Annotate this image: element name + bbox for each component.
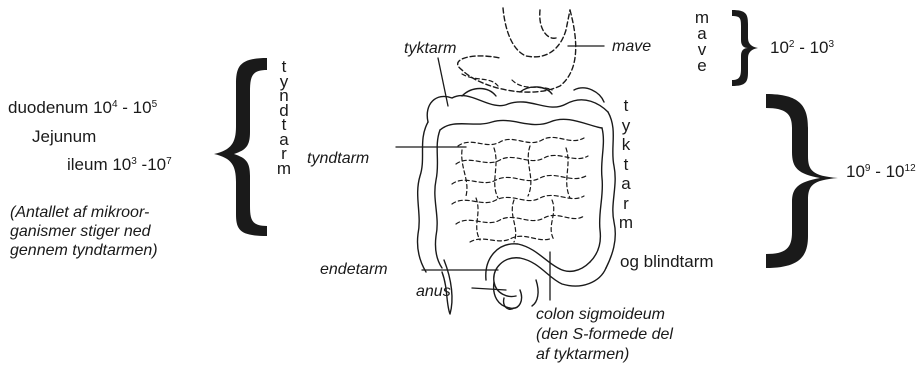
descending-colon — [606, 112, 615, 268]
label-tyndtarm: tyndtarm — [307, 150, 369, 168]
colon-line-1: colon sigmoideum — [536, 305, 673, 325]
duodenum-label: duodenum 104 - 105 — [8, 98, 157, 118]
rectum — [494, 282, 522, 308]
label-tyktarm: tyktarm — [404, 40, 456, 58]
note-line-3: gennem tyndtarmen) — [10, 241, 158, 260]
vertical-word-mave: m a v e — [694, 10, 710, 74]
range-mave: 102 - 103 — [770, 38, 834, 58]
colon-line-3: af tyktarmen) — [536, 345, 673, 365]
brace-left — [214, 58, 267, 236]
leader-lines — [396, 46, 604, 300]
label-colon-sigmoideum: colon sigmoideum (den S-formede del af t… — [536, 305, 673, 365]
label-og-blindtarm: og blindtarm — [620, 252, 714, 272]
range-tyktarm: 109 - 1012 — [846, 162, 916, 182]
label-endetarm: endetarm — [320, 261, 388, 279]
vertical-word-tyktarm: t y k t a r m — [618, 96, 634, 233]
stomach-outline — [503, 8, 570, 57]
brace-right-small — [732, 10, 758, 86]
small-intestine-loops — [452, 74, 588, 242]
ascending-colon — [417, 122, 428, 272]
transverse-colon — [427, 96, 608, 122]
colon-line-2: (den S-formede del — [536, 325, 673, 345]
ileum-label: ileum 103 -107 — [67, 155, 172, 175]
microorganism-note: (Antallet af mikroor- ganismer stiger ne… — [10, 203, 158, 260]
label-anus: anus — [416, 283, 451, 301]
note-line-2: ganismer stiger ned — [10, 222, 158, 241]
label-mave: mave — [612, 38, 651, 56]
vertical-word-tyndtarm: t y n d t a r m — [276, 60, 292, 176]
jejunum-label: Jejunum — [32, 127, 96, 147]
brace-right-large — [766, 94, 838, 268]
note-line-1: (Antallet af mikroor- — [10, 203, 158, 222]
